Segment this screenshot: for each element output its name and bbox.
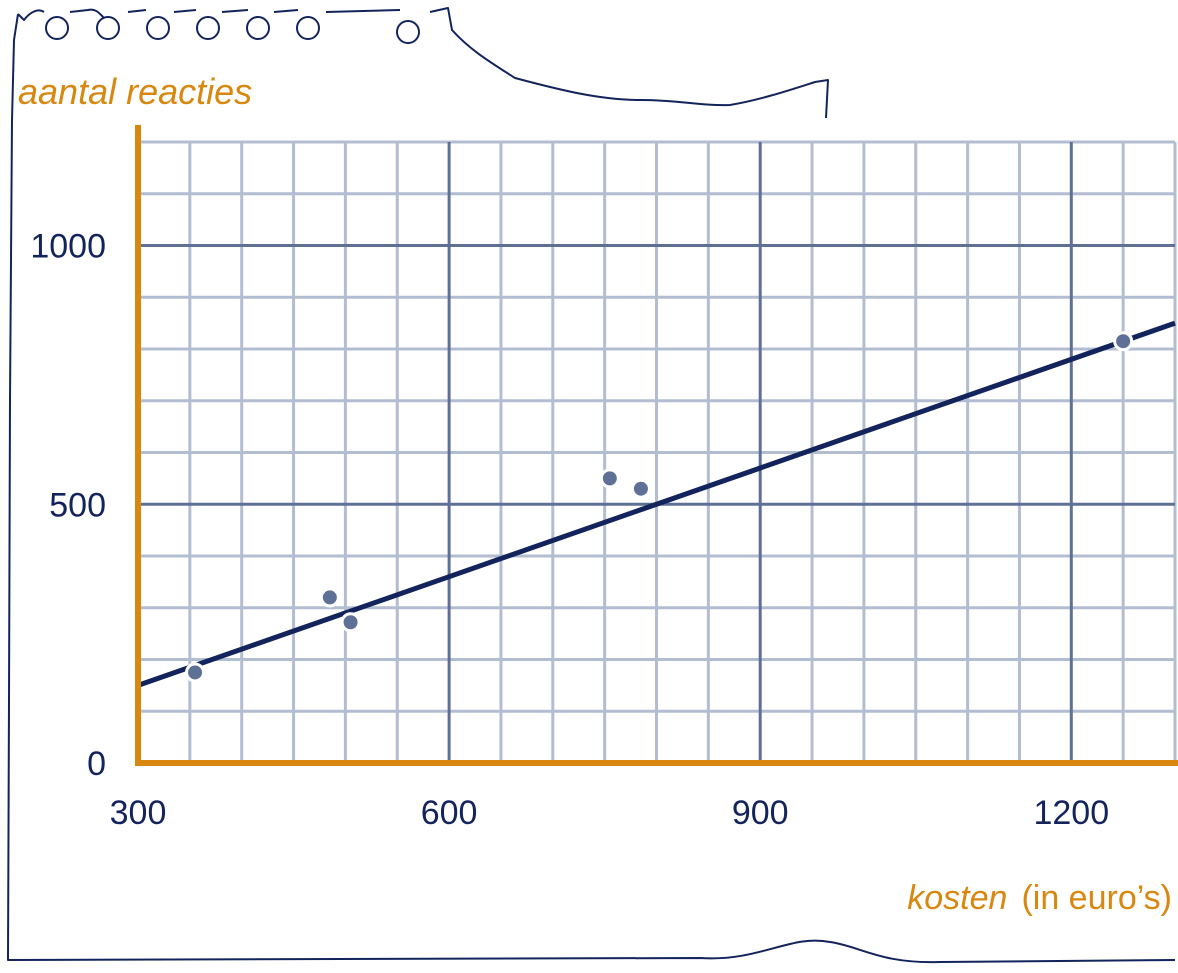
paper-outline <box>7 7 1176 964</box>
x-tick-label: 300 <box>110 794 167 832</box>
data-point <box>340 612 361 633</box>
paper-holes <box>45 16 420 44</box>
data-point <box>599 468 620 489</box>
data-point <box>630 478 651 499</box>
x-axis-label-main: kosten <box>907 879 1007 917</box>
paper-hole <box>45 16 69 40</box>
axes <box>135 125 1178 766</box>
data-point <box>319 587 340 608</box>
trend-line-layer <box>137 320 1176 688</box>
x-tick-label: 900 <box>732 794 789 832</box>
paper-hole <box>246 16 270 40</box>
grid <box>138 140 1177 763</box>
x-tick-label: 600 <box>421 794 478 832</box>
data-point <box>1113 331 1134 352</box>
tick-labels: 300 600 900 1200 0 500 1000 <box>30 228 1109 833</box>
data-points <box>185 331 1134 683</box>
paper-hole <box>396 20 420 44</box>
x-tick-label: 1200 <box>1033 794 1109 832</box>
paper-hole <box>146 16 170 40</box>
trend-line <box>137 320 1176 688</box>
paper-hole <box>296 16 320 40</box>
x-axis-label-unit: (in euro’s) <box>1021 879 1172 917</box>
paper-hole <box>196 16 220 40</box>
data-point <box>185 662 206 683</box>
paper-hole <box>96 16 120 40</box>
x-axis-label: kosten (in euro’s) <box>907 879 1172 917</box>
y-axis-label: aantal reacties <box>18 71 252 112</box>
y-tick-label: 1000 <box>30 228 106 266</box>
y-tick-label: 500 <box>49 486 106 524</box>
y-tick-label: 0 <box>87 745 106 783</box>
